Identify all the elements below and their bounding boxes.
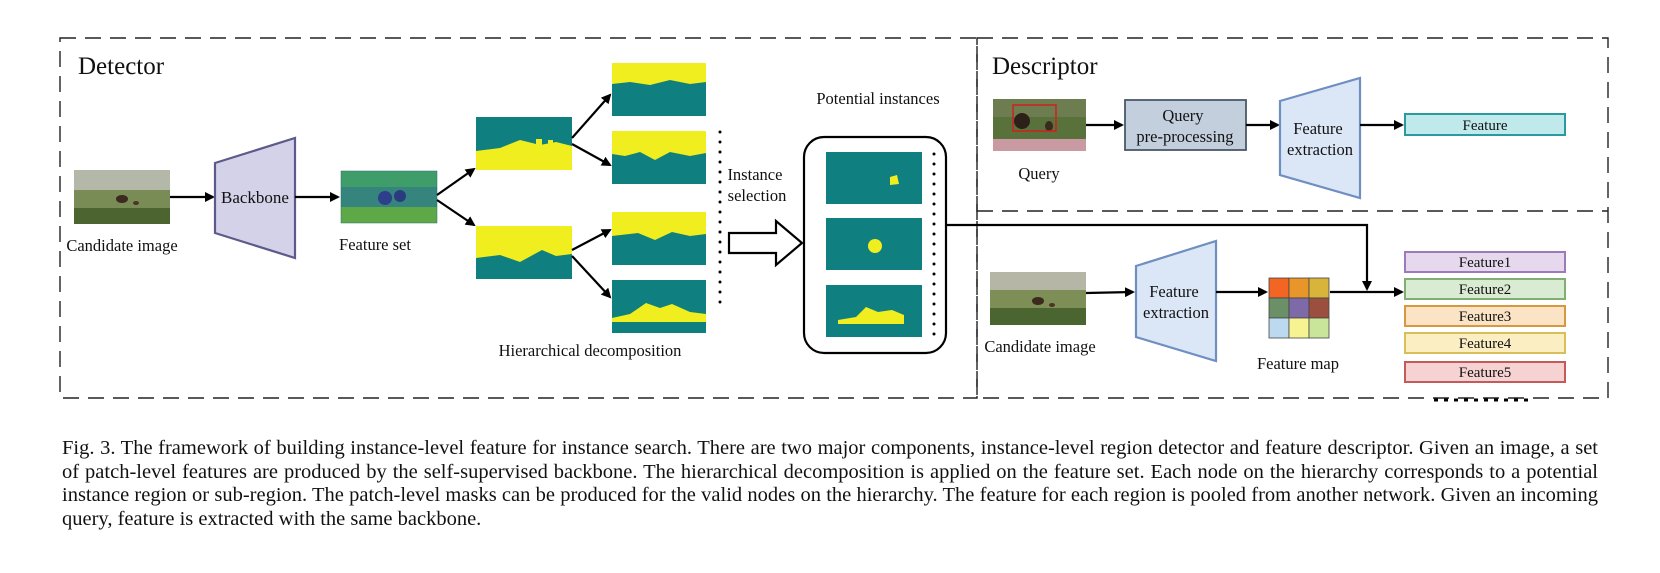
feature-extraction-block-candidate [1134, 239, 1218, 363]
connector-instances-to-features [946, 223, 1372, 291]
detector-title: Detector [78, 53, 165, 80]
candidate-image-label-descriptor: Candidate image [984, 337, 1095, 356]
mask-level2-d [612, 280, 706, 333]
feature-item-1: Feature1 [1404, 251, 1566, 273]
feature-item-box [1404, 361, 1566, 383]
feature-item-label: Feature4 [1459, 336, 1512, 352]
feature-item-box [1404, 278, 1566, 300]
feature-map-cell [1288, 297, 1310, 319]
arrow-upper-to-mask-b [571, 143, 612, 166]
feature-item-5: Feature5 [1404, 361, 1566, 383]
feature-item-label: Feature3 [1459, 309, 1511, 325]
feature-item-box [1404, 251, 1566, 273]
feature-extraction-block-query [1278, 76, 1362, 200]
feature-item-label: Feature5 [1459, 365, 1511, 381]
descriptor-panel [976, 37, 1609, 399]
instance-selection-arrow [727, 218, 804, 268]
instance-mask-2 [826, 218, 922, 270]
mask-level2-a [612, 63, 706, 116]
arrow-candidate-to-extraction [1085, 287, 1135, 298]
framework-diagram: Detector Descriptor Candidate image Back… [59, 37, 1609, 402]
feature-map-grid [1268, 277, 1330, 339]
query-feature-label: Feature [1463, 118, 1508, 134]
candidate-image-label: Candidate image [66, 236, 177, 255]
feature-map-cell [1268, 317, 1290, 339]
query-feature-output [1404, 113, 1566, 136]
mask-level1-upper [476, 117, 572, 170]
instance-selection-label: Instance selection [727, 165, 786, 205]
backbone-label: Backbone [221, 188, 289, 207]
feature-item-3: Feature3 [1404, 305, 1566, 327]
query-label: Query [1018, 164, 1060, 183]
feature-item-label: Feature1 [1459, 255, 1511, 271]
arrow-upper-to-mask-a [571, 93, 612, 139]
feature-extraction-label-candidate: Feature extraction [1143, 282, 1209, 322]
feature-map-cell [1268, 277, 1290, 299]
arrow-featureset-to-upper [436, 167, 476, 196]
feature-map-cell [1268, 297, 1290, 319]
feature-extraction-label-query: Feature extraction [1287, 119, 1353, 159]
figure-caption: Fig. 3. The framework of building instan… [62, 437, 1598, 530]
feature-item-2: Feature2 [1404, 278, 1566, 300]
mask-level2-b [612, 131, 706, 184]
feature-map-cell [1308, 297, 1330, 319]
hierarchical-decomposition-label: Hierarchical decomposition [499, 341, 682, 360]
feature-set-image [340, 170, 438, 224]
feature-map-cell [1288, 277, 1310, 299]
query-image-thumbnail [993, 99, 1086, 151]
detector-panel [59, 37, 978, 399]
backbone-block [213, 136, 297, 260]
arrow-featureset-to-lower [436, 199, 476, 227]
feature-map-cell [1308, 317, 1330, 339]
query-preprocessing-label: Query pre-processing [1136, 106, 1233, 146]
feature-map-label: Feature map [1257, 354, 1339, 373]
feature-map-cell [1308, 277, 1330, 299]
feature-map-cell [1288, 317, 1310, 339]
candidate-image-thumbnail [74, 170, 170, 224]
feature-item-box [1404, 305, 1566, 327]
arrow-lower-to-mask-c [571, 229, 612, 251]
feature-item-box [1404, 332, 1566, 354]
candidate-image-thumbnail-descriptor [990, 272, 1086, 325]
instance-mask-3 [826, 285, 922, 337]
feature-set-label: Feature set [339, 235, 411, 254]
mask-level2-c [612, 212, 706, 265]
instance-mask-1 [826, 152, 922, 204]
arrow-lower-to-mask-d [571, 255, 612, 299]
feature-item-4: Feature4 [1404, 332, 1566, 354]
potential-instances-label: Potential instances [816, 89, 939, 108]
feature-item-label: Feature2 [1459, 282, 1511, 298]
mask-level1-lower [476, 226, 572, 279]
descriptor-title: Descriptor [992, 53, 1098, 80]
